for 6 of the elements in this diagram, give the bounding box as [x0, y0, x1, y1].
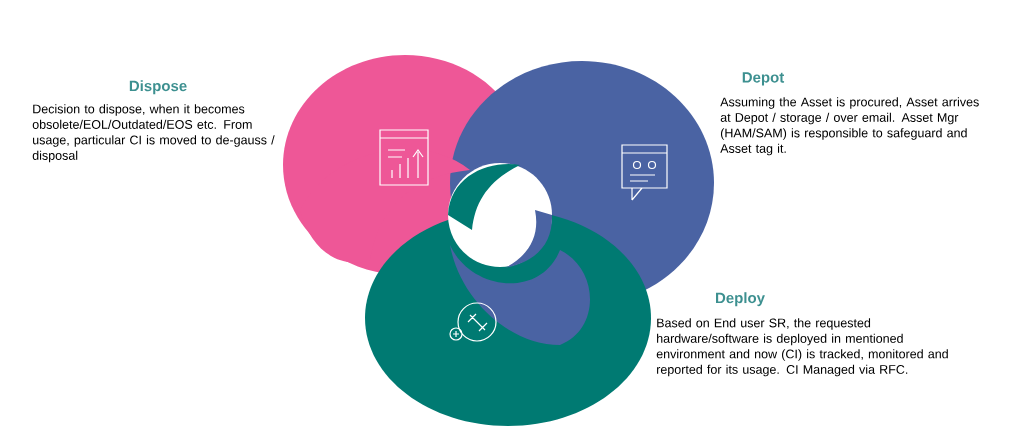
heading: Depot — [742, 72, 785, 86]
heading: Dispose — [129, 80, 187, 95]
heading: Deploy — [716, 292, 765, 307]
description: Decision to dispose, when it becomes obsolete/EOL/Outdated/EOS etc. From usage, particular CI is moved to de-gauss / disposal — [32, 104, 275, 163]
description: Assuming the Asset is procured, Asset arrives at Depot / storage / over email. Asset Mgr (HAM/SAM) is responsible to safeguard and Asset tag it. — [720, 97, 979, 156]
description: Based on End user SR, the requested hardware/software is deployed in mentioned environment and now (CI) is tracked, monitored and reported for its usage. CI Managed via RFC. — [656, 318, 948, 377]
